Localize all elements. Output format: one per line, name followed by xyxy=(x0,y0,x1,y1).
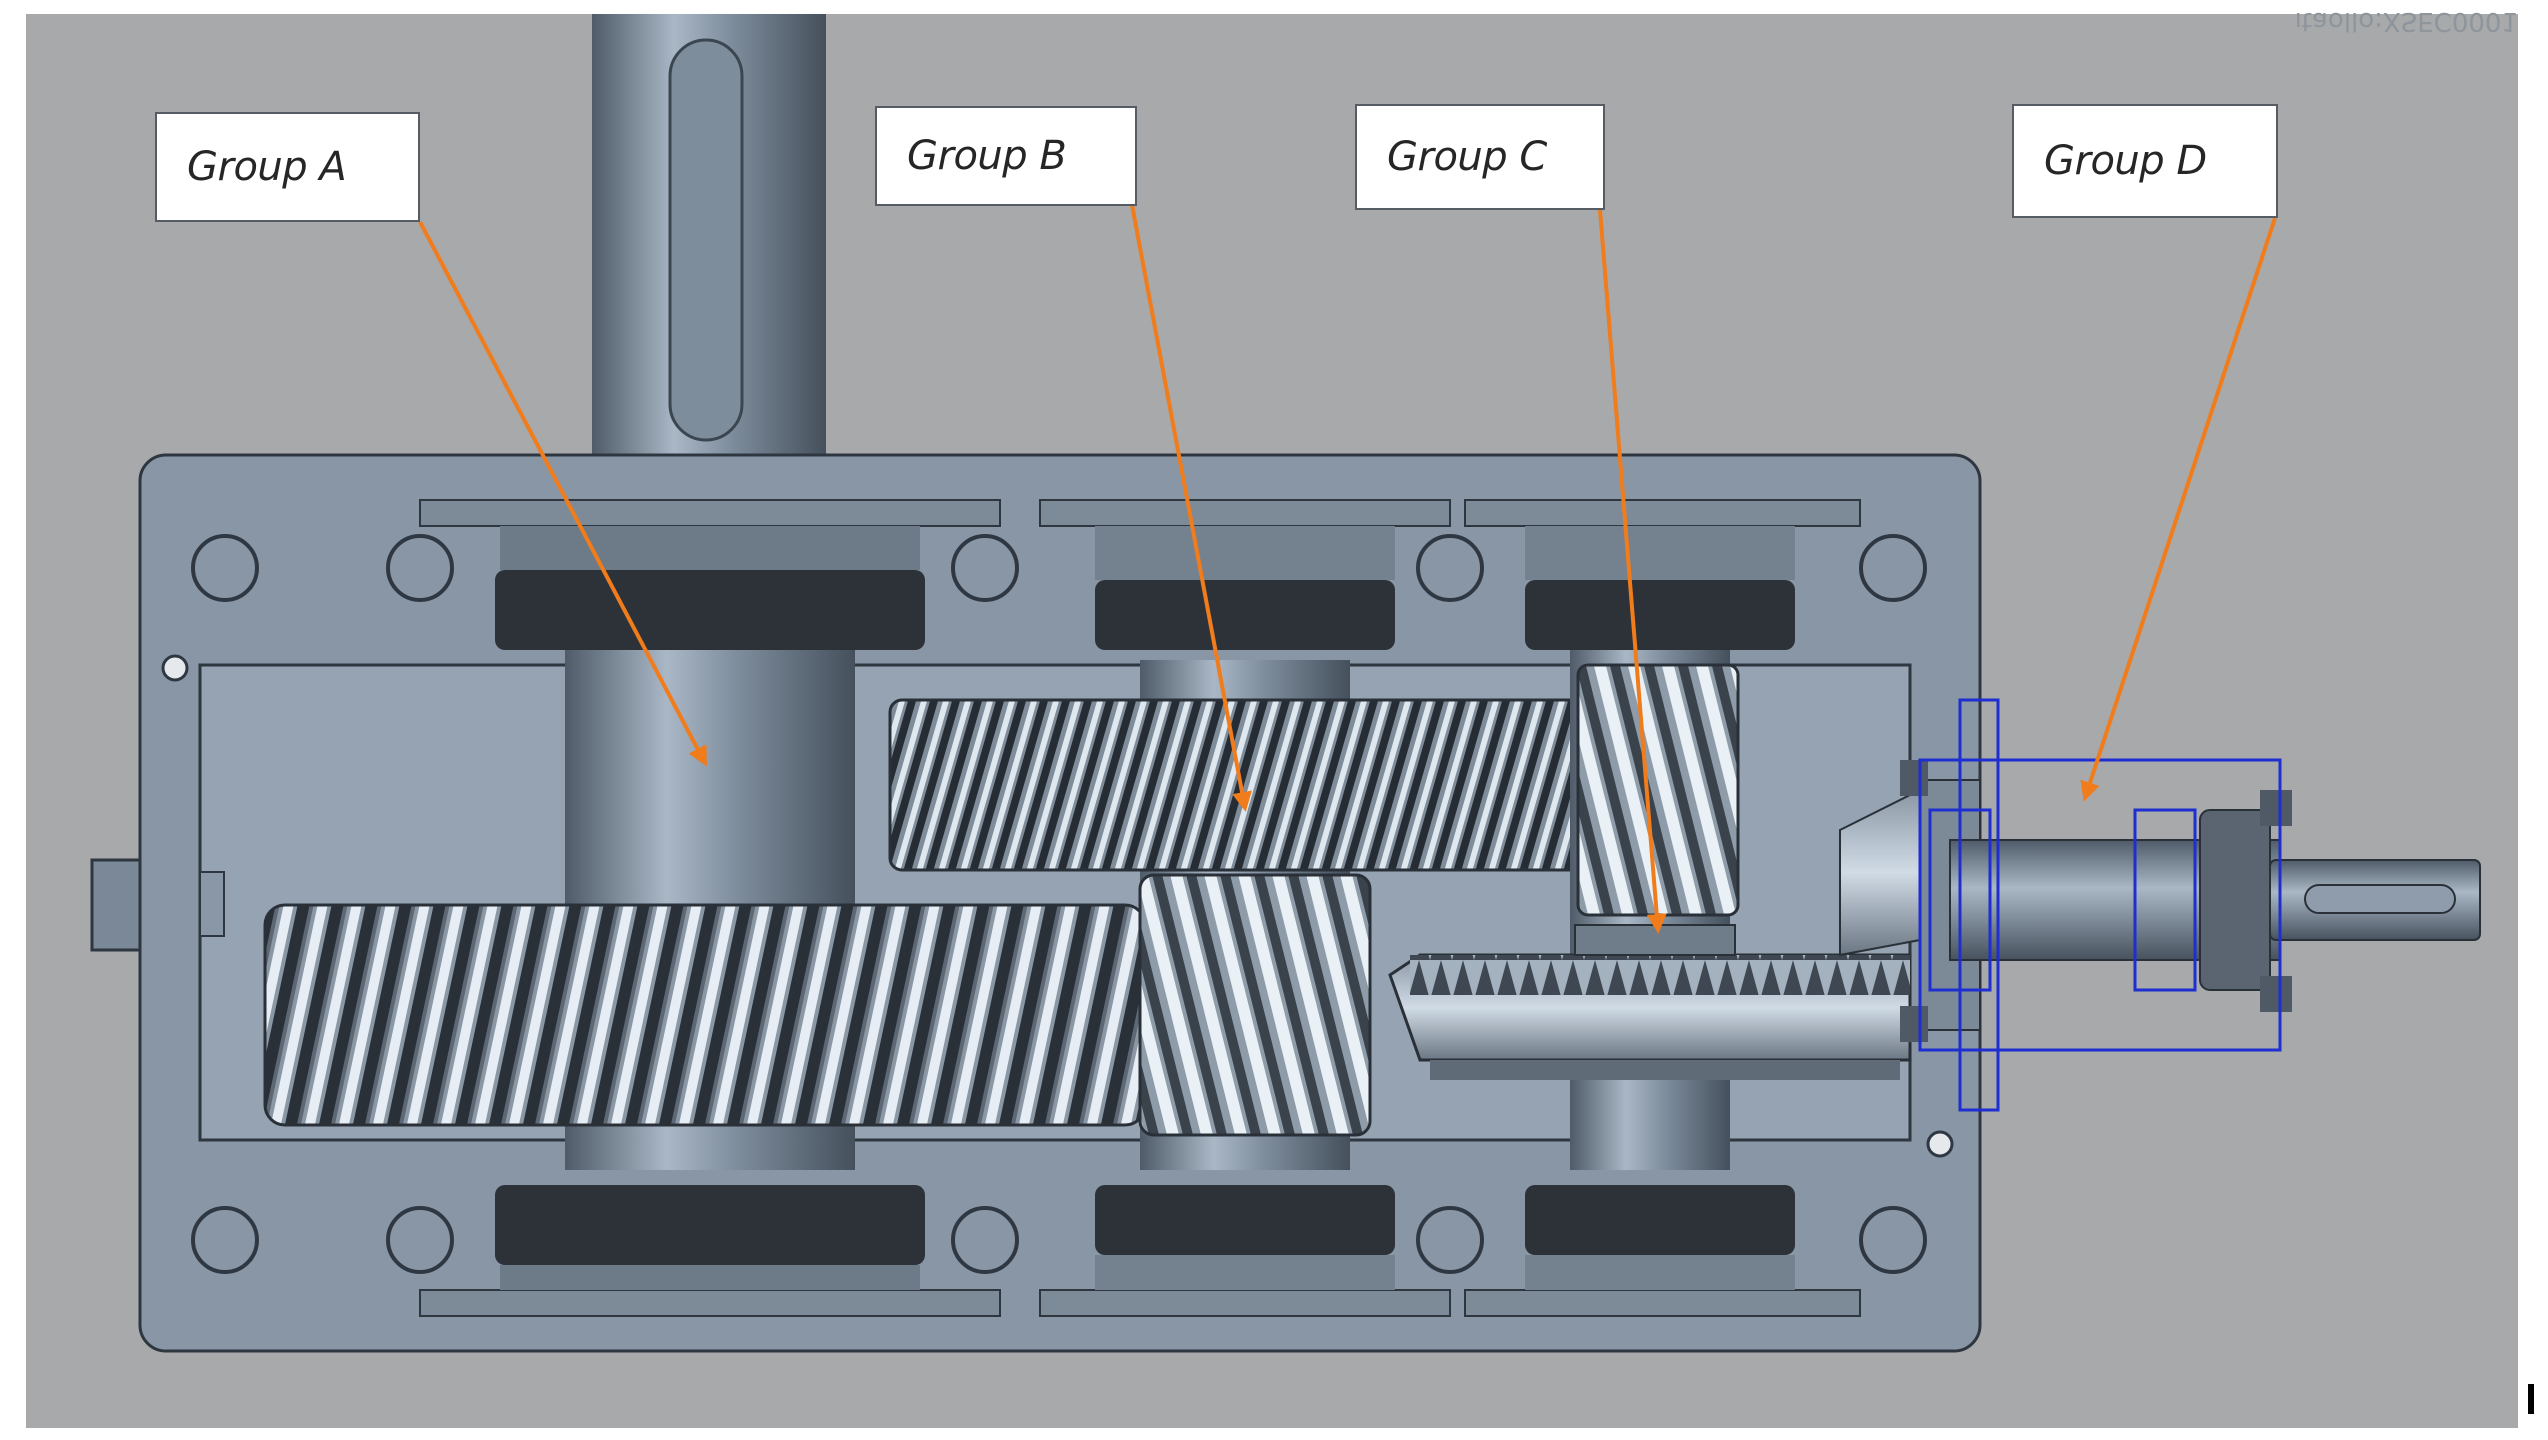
callout-group-a: Group A xyxy=(155,112,420,222)
leader-arrows xyxy=(418,204,2277,934)
callout-label: Group C xyxy=(1387,134,1547,180)
callout-group-d: Group D xyxy=(2012,104,2278,218)
leader-arrow-d xyxy=(2080,217,2277,802)
output-assembly-group-d xyxy=(1839,698,2481,1112)
bottom-bearing-caps xyxy=(419,1185,1861,1317)
input-shaft xyxy=(581,14,837,503)
bevel-gear-group-c xyxy=(1388,924,1912,1080)
callout-label: Group A xyxy=(187,144,347,190)
leader-arrow-c xyxy=(1598,209,1667,934)
mirrored-watermark-text: ıtaollo:XSEC0001 xyxy=(2294,6,2518,36)
group-d-highlight-outline xyxy=(1918,698,2282,1112)
edge-mark xyxy=(2528,1384,2534,1414)
leader-arrow-b xyxy=(1130,204,1252,812)
pinion-group-c xyxy=(1576,663,1740,917)
callout-label: Group B xyxy=(907,133,1067,179)
top-bearing-caps xyxy=(419,499,1861,650)
gear-group-a xyxy=(263,903,1147,1127)
leader-arrow-a xyxy=(418,221,707,767)
callout-label: Group D xyxy=(2044,138,2207,184)
housing-bolt-holes xyxy=(191,534,1927,1274)
callout-group-c: Group C xyxy=(1355,104,1605,210)
callout-group-b: Group B xyxy=(875,106,1137,206)
pinion-group-b xyxy=(1138,873,1372,1137)
